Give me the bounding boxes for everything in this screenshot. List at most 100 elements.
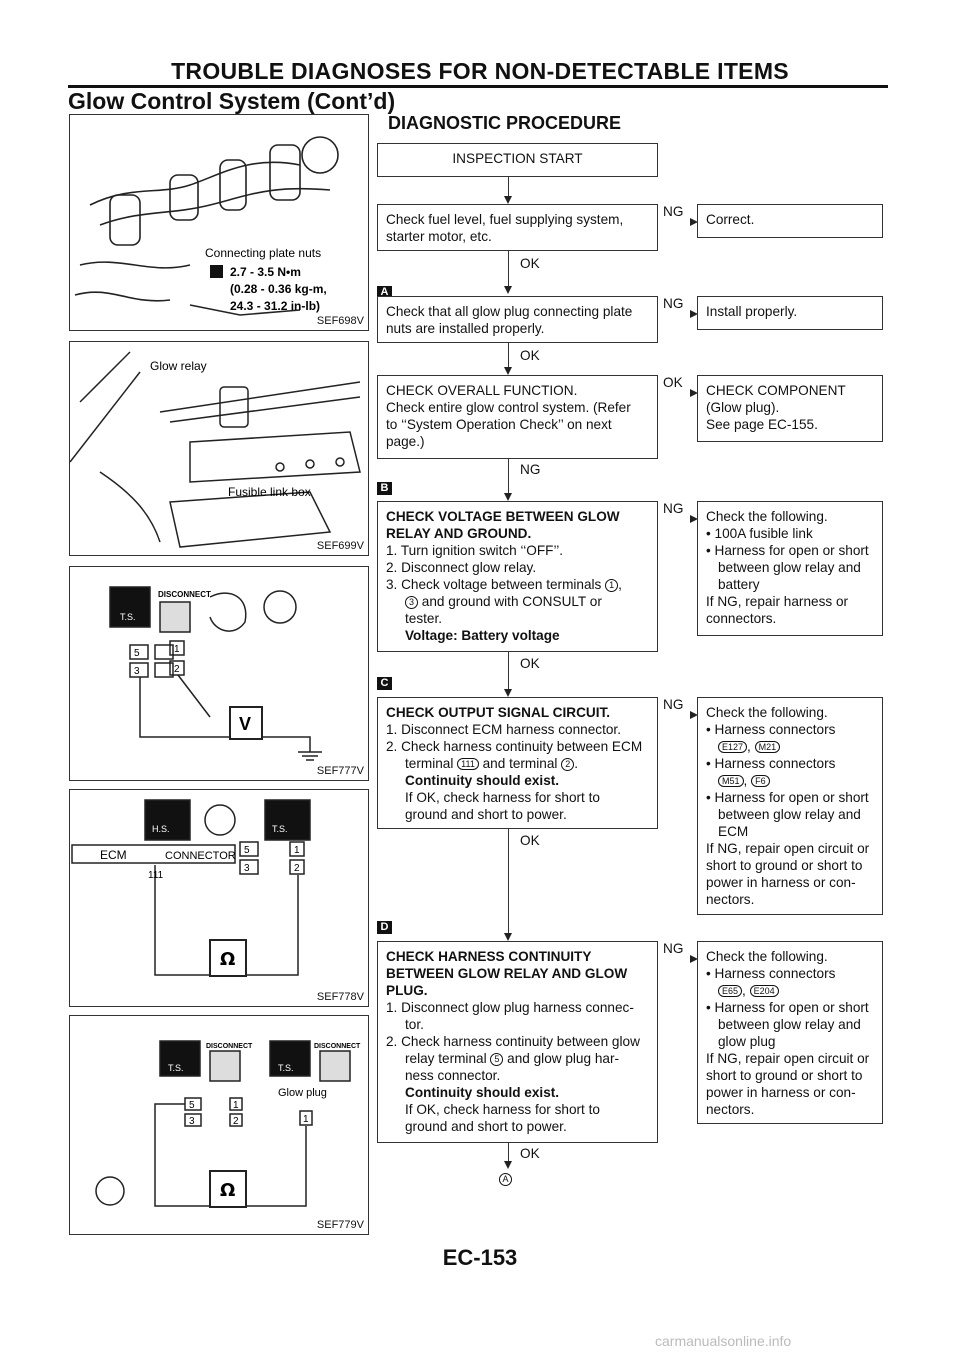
svg-text:Ω: Ω: [220, 1180, 235, 1201]
step3-line-2: Check entire glow control system. (Refer: [386, 400, 631, 415]
step6-title-3: PLUG.: [386, 983, 428, 998]
step5-item-2: 2. Check harness continuity between ECM: [386, 739, 643, 754]
step5-tail-1: If OK, check harness for short to: [405, 790, 600, 805]
step6-tail-1: If OK, check harness for short to: [405, 1102, 600, 1117]
fig3-label-disconnect: DISCONNECT: [158, 590, 211, 599]
step5-item-1: 1. Disconnect ECM harness connector.: [386, 722, 621, 737]
connector-e127: E127: [718, 741, 748, 754]
fig1-label-torque: 2.7 - 3.5 N•m: [230, 265, 301, 279]
section-title: DIAGNOSTIC PROCEDURE: [388, 113, 622, 133]
step6-action-head: Check the following.: [706, 949, 828, 964]
step4-ok-label: OK: [520, 656, 540, 671]
marker-a-flow: A: [377, 286, 392, 299]
step2-action: Install properly.: [706, 304, 798, 319]
flow-connector: [508, 459, 509, 493]
step3-action-3: See page EC-155.: [706, 417, 818, 432]
step4-action-item-1: 100A fusible link: [714, 526, 813, 541]
figure-code: SEF779V: [316, 1219, 364, 1231]
step3-action-2: (Glow plug).: [706, 400, 780, 415]
fig4-label-111: 111: [148, 870, 164, 881]
fig2-label-fusible: Fusible link box: [228, 485, 311, 499]
svg-text:Ω: Ω: [220, 949, 235, 970]
step5-ng-label: NG: [663, 697, 684, 712]
step1-ok-label: OK: [520, 256, 540, 271]
step4-action-box: Check the following. • 100A fusible link…: [697, 501, 883, 636]
step5-ok-label: OK: [520, 833, 540, 848]
step3-action-box: CHECK COMPONENT (Glow plug). See page EC…: [697, 375, 883, 442]
right-arrow-icon: [690, 389, 698, 397]
terminal-2-symbol: 2: [561, 757, 575, 771]
step6-action-item-2: Harness for open or short between glow r…: [714, 1000, 869, 1049]
step4-title-2: RELAY AND GROUND.: [386, 526, 532, 541]
step3-ng-label: NG: [520, 462, 541, 477]
fig5-label-glow-plug: Glow plug: [278, 1087, 327, 1099]
flow-connector: [508, 1143, 509, 1161]
fig5-glowplug-term-1: 1: [303, 1114, 309, 1125]
fig4-term-1: 1: [294, 845, 300, 856]
down-arrow-icon: [504, 196, 512, 204]
step1-action-box: Correct.: [697, 204, 883, 238]
fig5-term-3: 3: [189, 1116, 195, 1127]
down-arrow-icon: [504, 1161, 512, 1169]
fig4-term-3: 3: [244, 863, 250, 874]
step6-action-item-1: Harness connectors: [714, 966, 836, 981]
fig4-term-2: 2: [294, 863, 300, 874]
step6-box: CHECK HARNESS CONTINUITY BETWEEN GLOW RE…: [377, 941, 658, 1143]
step1-line-1: Check fuel level, fuel supplying system,: [386, 212, 624, 227]
step6-item-2d: ness connector.: [405, 1068, 501, 1083]
right-arrow-icon: [690, 711, 698, 719]
step6-tail-2: ground and short to power.: [405, 1119, 567, 1134]
step2-line-2: nuts are installed properly.: [386, 321, 545, 336]
step3-ok-label: OK: [663, 375, 683, 390]
step3-line-3: to ‘‘System Operation Check’’ on next: [386, 417, 612, 432]
page-header-subtitle: Glow Control System (Cont’d): [68, 88, 396, 114]
step4-action-head: Check the following.: [706, 509, 828, 524]
figure-connecting-plate-nuts: Connecting plate nuts 2.7 - 3.5 N•m (0.2…: [69, 114, 369, 331]
end-marker-symbol: A: [499, 1173, 512, 1187]
watermark: carmanualsonline.info: [655, 1333, 792, 1349]
fig3-term-5: 5: [134, 648, 140, 659]
step2-ng-label: NG: [663, 296, 684, 311]
step4-item-2: 2. Disconnect glow relay.: [386, 560, 537, 575]
step6-item-2c: and glow plug har-: [507, 1051, 619, 1066]
fig1-label-nuts: Connecting plate nuts: [205, 246, 321, 260]
marker-d-flow: D: [377, 921, 392, 934]
flow-connector: [508, 343, 509, 367]
step5-action-item-2: Harness connectors: [714, 756, 836, 771]
fig5-ts-1: T.S.: [168, 1063, 184, 1073]
page-number: EC-153: [442, 1245, 518, 1270]
fig4-label-hs: H.S.: [152, 824, 170, 834]
down-arrow-icon: [504, 689, 512, 697]
step6-action-tail-4: nectors.: [706, 1102, 755, 1117]
flow-connector: [508, 652, 509, 689]
step6-ok-label: OK: [520, 1146, 540, 1161]
step2-action-box: Install properly.: [697, 296, 883, 330]
step6-item-1: 1. Disconnect glow plug harness connec-: [386, 1000, 634, 1015]
figure-code: SEF777V: [316, 765, 364, 777]
step6-spec: Continuity should exist.: [405, 1085, 560, 1100]
fig5-disconnect-2: DISCONNECT: [314, 1043, 361, 1050]
figure-glow-relay: Glow relay Fusible link box SEF699V: [69, 341, 369, 556]
step5-action-box: Check the following. • Harness connector…: [697, 697, 883, 915]
fig4-label-connector: CONNECTOR: [165, 850, 236, 862]
step6-action-tail-2: short to ground or short to: [706, 1068, 863, 1083]
down-arrow-icon: [504, 286, 512, 294]
flow-connector: [508, 829, 509, 934]
step6-item-2: 2. Check harness continuity between glow: [386, 1034, 640, 1049]
step4-spec: Voltage: Battery voltage: [405, 628, 560, 643]
step5-action-item-1: Harness connectors: [714, 722, 836, 737]
down-arrow-icon: [504, 493, 512, 501]
connector-m21: M21: [754, 741, 781, 754]
step6-title-1: CHECK HARNESS CONTINUITY: [386, 949, 592, 964]
step6-action-tail-3: power in harness or con-: [706, 1085, 856, 1100]
fig1-label-inlb: 24.3 - 31.2 in-lb): [230, 299, 320, 313]
step6-item-2b: relay terminal: [405, 1051, 487, 1066]
marker-b-flow: B: [377, 482, 392, 495]
flow-connector: [508, 251, 509, 286]
step2-box: Check that all glow plug connecting plat…: [377, 296, 658, 343]
down-arrow-icon: [504, 367, 512, 375]
fig3-term-2: 2: [174, 664, 180, 675]
step3-box: CHECK OVERALL FUNCTION. Check entire glo…: [377, 375, 658, 459]
fig5-term-2: 2: [233, 1116, 239, 1127]
step4-item-1: 1. Turn ignition switch ‘‘OFF’’.: [386, 543, 564, 558]
